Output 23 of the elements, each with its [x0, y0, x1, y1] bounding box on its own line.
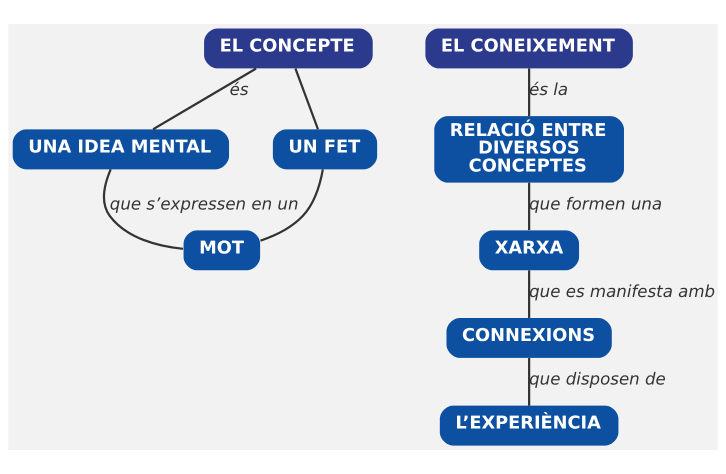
connector [528, 270, 530, 318]
node-box: L’EXPERIÈNCIA [440, 406, 618, 446]
node-box: UN FET [272, 129, 378, 170]
connector [294, 68, 320, 130]
edge-label: és [230, 80, 248, 99]
node-box: UNA IDEA MENTAL [12, 129, 230, 170]
edge-label: que formen una [529, 194, 662, 214]
connector [152, 68, 257, 130]
edge-label: que disposen de [529, 370, 666, 389]
connector [528, 68, 530, 116]
connector [260, 169, 324, 242]
connector [102, 169, 184, 250]
edge-label: és la [529, 80, 568, 99]
node-box: MOT [184, 230, 260, 270]
connector [528, 182, 530, 230]
node-box: EL CONCEPTE [204, 28, 373, 68]
node-box: CONNEXIONS [446, 318, 612, 358]
edge-label: que s’expressen en un [110, 194, 299, 214]
node-box: EL CONEIXEMENT [425, 28, 633, 68]
edge-label: que es manifesta amb [529, 282, 716, 301]
connector [528, 358, 530, 406]
node-box: XARXA [479, 230, 580, 270]
node-box: RELACIÓ ENTRE DIVERSOS CONCEPTES [434, 116, 624, 183]
